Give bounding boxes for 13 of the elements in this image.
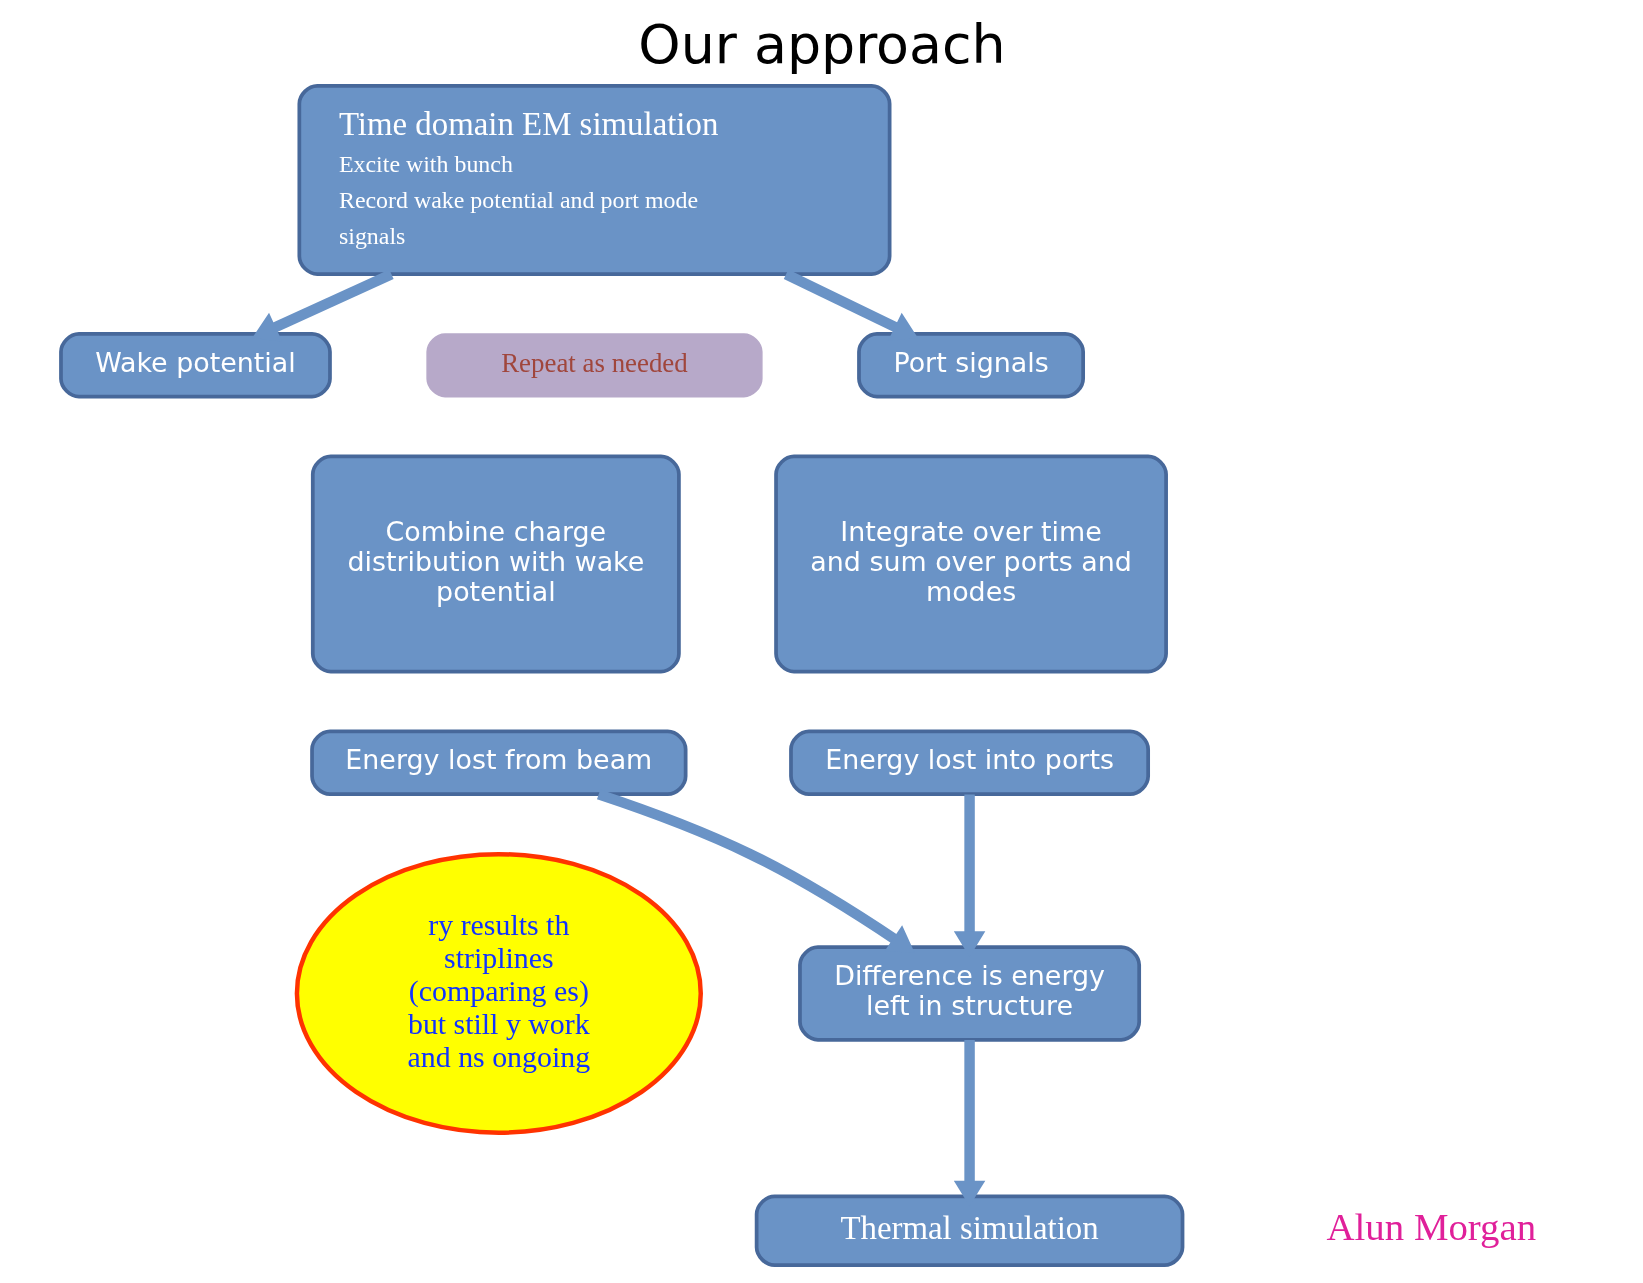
node-ellipse: ry results th striplines (comparing es) but still y work and ns ongoing [294, 851, 703, 1135]
node-box: Thermal simulation [754, 1194, 1184, 1268]
node-box: Energy lost from beam [309, 729, 687, 797]
label: Alun Morgan [1326, 1205, 1536, 1249]
node-box: Wake potential [58, 332, 332, 399]
node-box: Port signals [856, 332, 1085, 399]
node-box: Combine charge distribution with wake potential [310, 454, 681, 674]
node-box: Integrate over time and sum over ports and modes [773, 454, 1168, 674]
node-box: Energy lost into ports [788, 729, 1150, 797]
node-box: Difference is energy left in structure [797, 945, 1141, 1042]
node-box: Repeat as needed [425, 333, 763, 398]
node-box: Time domain EM simulation Excite with bunch Record wake potential and port mode signals [296, 83, 891, 276]
diagram-title: Our approach [637, 13, 1006, 77]
